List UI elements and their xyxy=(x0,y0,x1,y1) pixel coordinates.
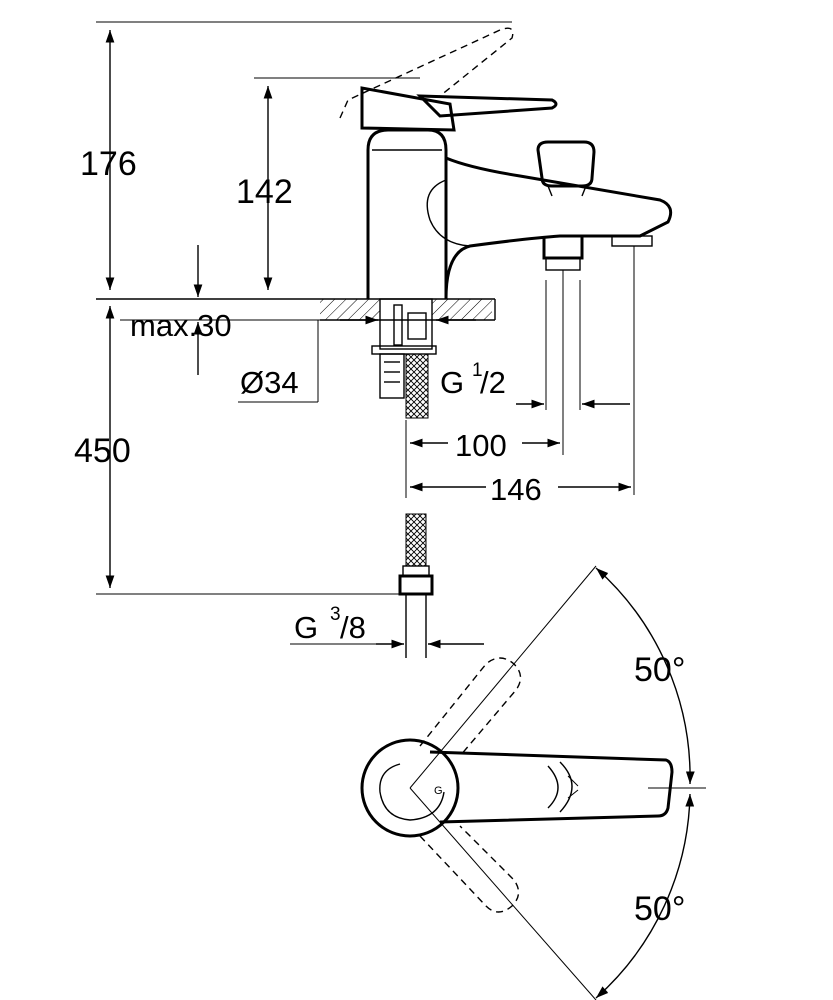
label-100: 100 xyxy=(455,428,507,463)
svg-text:/8: /8 xyxy=(340,610,366,645)
label-angle-top: 50° xyxy=(634,651,685,689)
svg-text:G: G xyxy=(294,610,318,645)
svg-text:/2: /2 xyxy=(480,365,506,400)
dimension-max30 xyxy=(120,245,320,375)
faucet-side-view xyxy=(339,27,673,419)
svg-text:1: 1 xyxy=(472,360,483,381)
label-450: 450 xyxy=(74,432,131,470)
label-thread-inlet: G 3 /8 xyxy=(294,604,366,645)
label-146: 146 xyxy=(490,472,542,507)
label-176: 176 xyxy=(80,145,137,183)
svg-text:3: 3 xyxy=(330,604,341,625)
svg-text:G: G xyxy=(440,365,464,400)
label-angle-bottom: 50° xyxy=(634,890,685,928)
label-thread-outlet: G 1 /2 xyxy=(440,360,506,400)
label-max30: max.30 xyxy=(130,308,232,343)
faucet-top-view: G xyxy=(360,657,674,913)
inlet-hose xyxy=(398,513,434,658)
brand-mark-icon: G xyxy=(434,785,443,797)
extension-lines xyxy=(96,21,635,595)
label-diameter34: Ø34 xyxy=(240,365,299,400)
label-142: 142 xyxy=(236,173,293,211)
rotation-angle-lines xyxy=(409,565,706,1000)
